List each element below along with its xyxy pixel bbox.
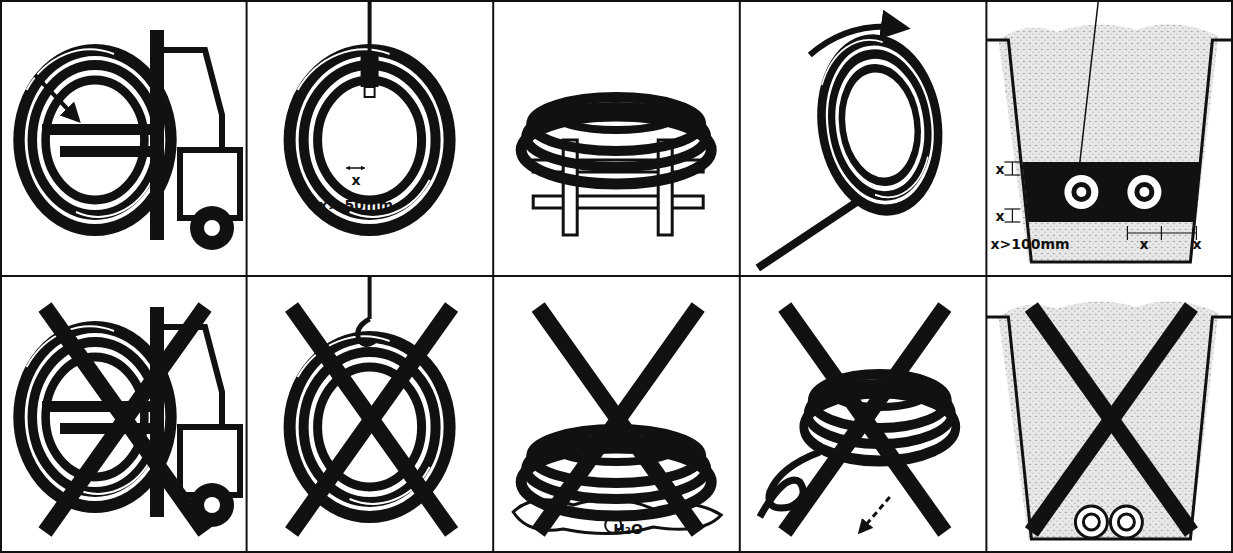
forklift-wrong-part — [45, 307, 205, 532]
lifting-correct-part — [290, 49, 450, 230]
laying-correct-part-part — [1012, 162, 1013, 175]
water-label: H₂O — [613, 522, 643, 536]
dimension-label: x>100mm — [990, 237, 1069, 251]
lifting-wrong — [290, 277, 452, 532]
laying-wrong-part — [1110, 506, 1142, 538]
laying-wrong-part — [1031, 307, 1191, 532]
storage-correct-part — [563, 140, 577, 235]
dimension-label: x> 50mm — [319, 198, 393, 212]
unrolling-correct-part — [811, 32, 949, 218]
unrolling-correct-part — [758, 200, 860, 268]
forklift-wrong — [19, 307, 240, 532]
laying-correct-part-part — [1012, 209, 1013, 222]
dimension-label: x — [1192, 237, 1201, 251]
unrolling-correct-part — [810, 27, 905, 55]
laying-correct-part-part — [1127, 232, 1196, 233]
lifting-correct-part — [347, 167, 365, 169]
panel-grid-part — [0, 275, 1233, 277]
laying-correct-part — [986, 24, 1232, 262]
lifting-wrong-part — [358, 319, 375, 345]
laying-correct — [986, 0, 1232, 262]
lifting-correct-part — [368, 0, 372, 55]
lifting-wrong-part — [368, 277, 372, 319]
unrolling-wrong-part — [860, 497, 890, 532]
storage-correct-part — [533, 196, 703, 208]
dimension-label: x — [1139, 237, 1148, 251]
laying-wrong-part — [1083, 514, 1099, 530]
lifting-correct-part — [365, 87, 375, 97]
forklift-correct-part — [35, 75, 78, 120]
laying-correct-part — [1134, 182, 1154, 202]
dimension-label: x — [351, 173, 360, 187]
laying-correct-part — [1076, 187, 1086, 197]
laying-wrong-part — [1118, 514, 1134, 530]
dimension-label: x — [995, 209, 1004, 223]
laying-wrong-part — [1075, 506, 1107, 538]
lifting-wrong-part — [292, 307, 452, 532]
laying-correct-part — [1127, 175, 1161, 209]
laying-wrong — [986, 301, 1232, 539]
laying-correct-part — [1022, 162, 1200, 222]
laying-correct-part — [1078, 0, 1098, 175]
laying-correct-part — [1139, 187, 1149, 197]
storage-wrong — [513, 307, 721, 534]
storage-correct — [521, 97, 711, 235]
unrolling-wrong-part — [785, 307, 945, 532]
forklift-wrong-part — [19, 326, 171, 507]
storage-wrong-part — [538, 307, 698, 532]
storage-correct-part — [658, 140, 672, 235]
lifting-correct — [290, 0, 450, 230]
forklift-correct-part — [19, 49, 171, 230]
laying-correct-part — [1004, 162, 1196, 240]
storage-correct-part — [521, 97, 711, 184]
laying-correct-part — [1064, 175, 1098, 209]
laying-wrong-part — [986, 301, 1232, 539]
laying-correct-part — [1071, 182, 1091, 202]
forklift-correct-part — [42, 30, 240, 250]
forklift-correct — [19, 30, 240, 250]
unrolling-correct — [758, 27, 949, 268]
dimension-label: x — [995, 162, 1004, 176]
unrolling-wrong — [760, 307, 956, 532]
lifting-correct-part — [361, 55, 379, 87]
